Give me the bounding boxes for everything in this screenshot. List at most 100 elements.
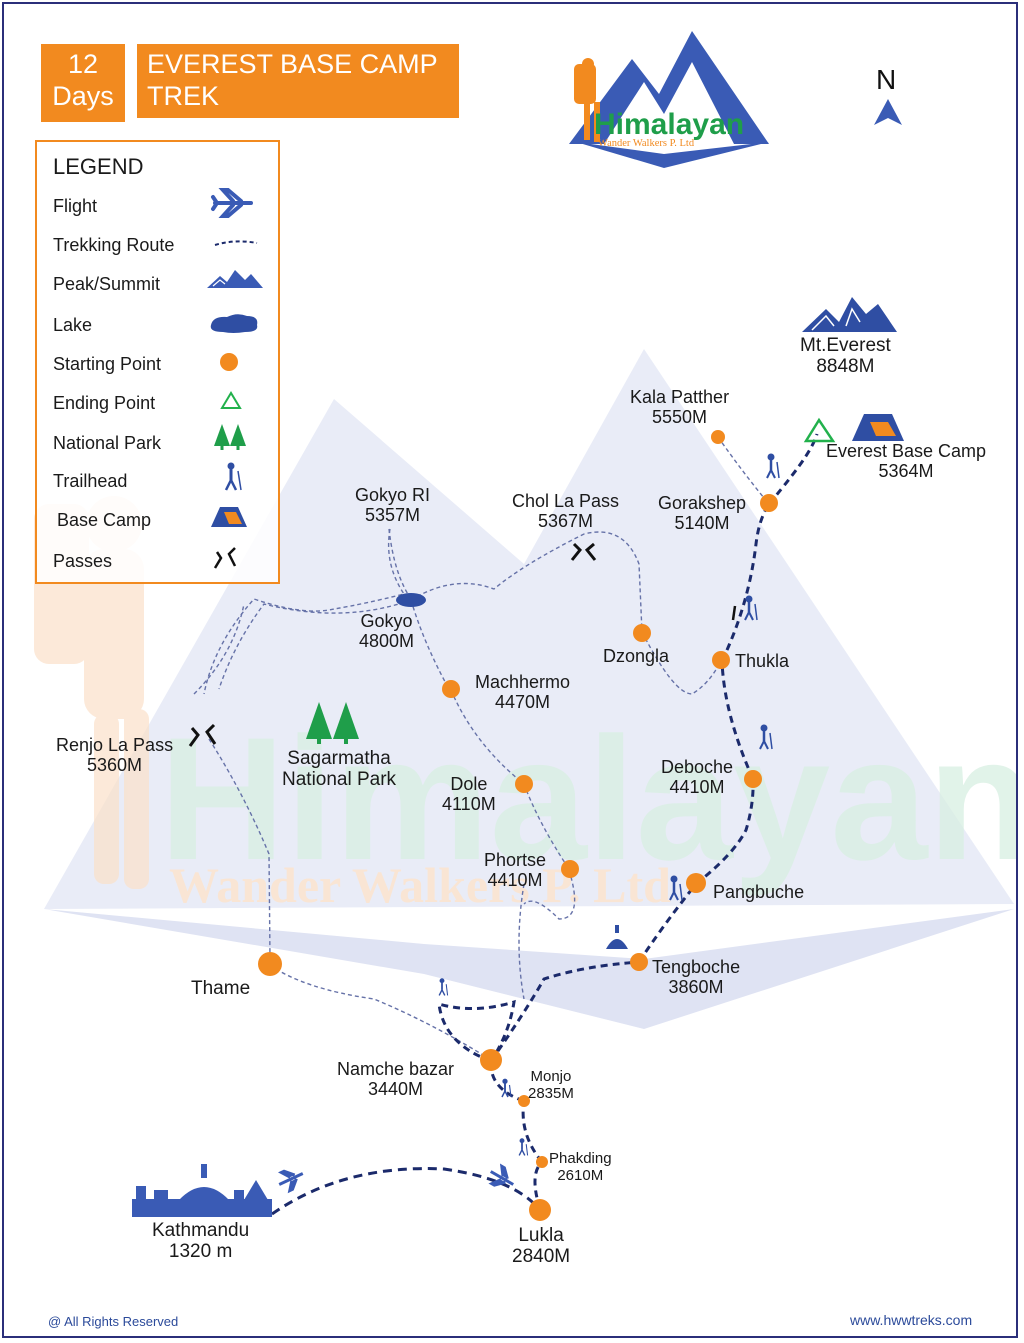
trailhead-icon [744,595,758,621]
sagarmatha-name-2: National Park [282,769,397,791]
point-tengboche[interactable] [630,953,648,971]
label-lukla: Lukla 2840M [512,1225,570,1268]
label-deboche: Deboche 4410M [661,757,733,797]
chola-pass-icon [570,542,597,561]
route-machhermo-dole [450,689,525,785]
label-gokyo: Gokyo 4800M [359,611,414,651]
trees-icon [214,424,246,450]
legend-label-base-camp: Base Camp [57,510,152,530]
label-phortse: Phortse 4410M [484,850,546,890]
everest-name: Mt.Everest [800,335,891,356]
days-badge: 12 Days [41,44,125,122]
website-link[interactable]: www.hwwtreks.com [850,1312,973,1328]
renjo-altitude: 5360M [87,755,143,776]
label-kala-patther: Kala Patther 5550M [630,387,729,427]
point-gorakshep[interactable] [760,494,778,512]
point-phakding[interactable] [536,1156,548,1168]
label-chola-pass: Chol La Pass 5367M [512,491,619,531]
legend-label-passes: Passes [53,551,113,571]
legend-label-national-park: National Park [53,433,162,453]
route-deboche-thukla [720,660,755,780]
gokyori-altitude: 5357M [364,505,421,526]
stupa-icon [606,925,628,949]
route-tengboche-pangbuche [637,883,698,963]
plane-icon [211,188,253,218]
logo-subtext: Wander Walkers P. Ltd [598,138,695,149]
plane-icon [277,1169,304,1194]
label-machhermo: Machhermo 4470M [475,672,570,712]
route-namche-loop [437,999,516,1063]
company-logo: Himalayan Wander Walkers P. Ltd [569,31,769,168]
point-thukla[interactable] [712,651,730,669]
kala-name: Kala Patther [630,387,730,407]
machhermo-name: Machhermo [475,672,571,692]
route-phortse-loop [523,869,576,920]
north-arrow-icon [874,99,902,125]
ending-point-icon [803,417,836,443]
watermark-text: Himalayan [159,702,1018,897]
trailhead-icon [759,724,773,750]
legend-label-lake: Lake [53,315,93,335]
mountain-icon [207,270,263,288]
point-monjo[interactable] [518,1095,530,1107]
label-sagarmatha: Sagarmatha National Park [282,748,396,791]
dashed-route-icon [214,240,258,246]
legend-label-trailhead: Trailhead [53,471,128,491]
gorakshep-altitude: 5140M [674,513,730,534]
label-dzongla: Dzongla [603,646,670,666]
deboche-altitude: 4410M [669,777,725,798]
point-pangbuche[interactable] [686,873,706,893]
route-gokyori-west [203,528,406,695]
label-everest: Mt.Everest 8848M [800,335,891,378]
title-line-2: TREK [147,81,220,112]
ebc-name: Everest Base Camp [826,441,987,461]
bg-mountain-left [44,349,1014,909]
route-renjo-thame [208,738,271,960]
label-monjo: Monjo 2835M [528,1068,574,1103]
point-lukla[interactable] [529,1199,551,1221]
route-gokyo-machhermo [410,599,450,690]
phakding-name: Phakding [549,1150,612,1167]
point-dzongla[interactable] [633,624,651,642]
kathmandu-skyline-icon [132,1164,272,1217]
gokyo-name: Gokyo [360,611,413,631]
kathmandu-name: Kathmandu [152,1220,250,1241]
renjo-name: Renjo La Pass [56,735,174,755]
label-thame: Thame [191,978,251,999]
chola-name: Chol La Pass [512,491,620,511]
orange-dot-icon [220,353,238,371]
trailhead-icon [501,1078,512,1098]
point-machhermo[interactable] [442,680,460,698]
chola-altitude: 5367M [538,511,594,532]
legend-label-ending-point: Ending Point [53,393,156,413]
trailhead-icon [518,1138,529,1156]
label-pangbuche: Pangbuche [713,882,805,902]
watermark-subtext: Wander Walkers P. Ltd [169,857,671,913]
route-phakding-monjo [521,1100,544,1163]
route-phortse-down [518,883,525,1000]
kathmandu-altitude: 1320 m [168,1241,233,1263]
gokyori-name: Gokyo RI [355,485,431,505]
point-thame[interactable] [258,952,282,976]
monjo-altitude: 2835M [528,1084,574,1102]
logo-text: Himalayan [594,108,744,141]
renjo-pass-icon [188,723,217,747]
phortse-name: Phortse [484,850,547,870]
point-deboche[interactable] [744,770,762,788]
tent-icon [211,507,247,527]
trailhead-icon [766,453,780,479]
point-namche[interactable] [480,1049,502,1071]
copyright-text: @ All Rights Reserved [48,1314,179,1329]
point-phortse[interactable] [561,860,579,878]
point-kala-patther[interactable] [711,430,725,444]
lake-icon [210,314,258,333]
point-dole[interactable] [515,775,533,793]
dole-altitude: 4110M [442,794,496,815]
label-tengboche: Tengboche 3860M [652,957,740,997]
route-chola-west [218,599,412,690]
everest-altitude: 8848M [816,356,875,378]
label-thukla: Thukla [735,651,790,671]
hiker-icon [224,462,242,491]
trailhead-icon [669,875,683,901]
legend-label-peak: Peak/Summit [53,274,161,294]
